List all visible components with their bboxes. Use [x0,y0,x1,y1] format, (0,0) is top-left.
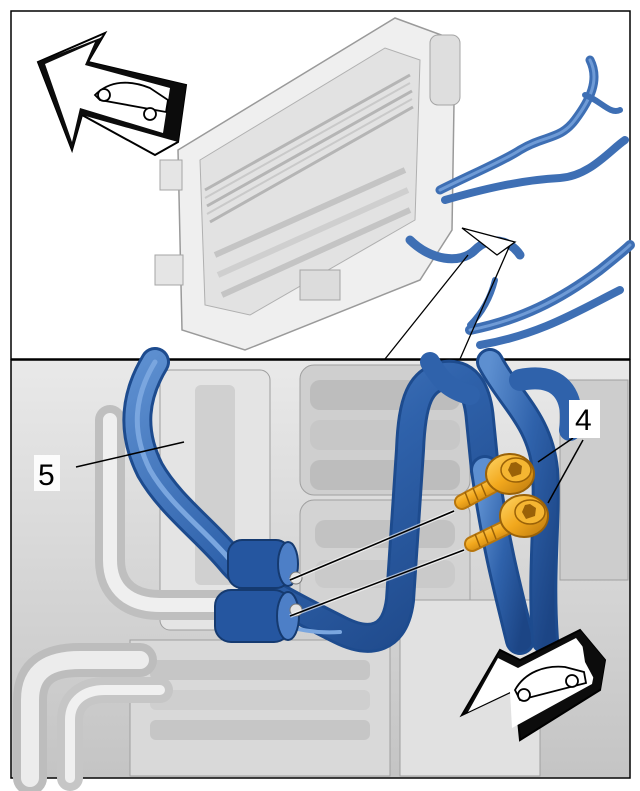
detail-marker [461,227,517,256]
detail-leader-right [459,244,511,360]
hose-connectors [214,539,303,643]
detail-panel: 4 5 [10,347,631,791]
overview-panel [10,10,635,360]
bolt-lower [464,494,549,552]
direction-arrow-top-icon [36,30,188,157]
radiator-module [154,17,461,351]
callout-label-hose: 5 [38,459,55,492]
callout-5: 5 [34,455,60,492]
callout-4: 4 [569,400,600,438]
grey-pipes [13,405,255,791]
callout-label-bolts: 4 [575,404,592,437]
coolant-hoses-overview [405,55,635,349]
detail-leader-left [384,254,469,360]
callout-leaders [75,437,584,618]
direction-arrow-bottom-icon [459,628,607,742]
bolt-upper [454,453,535,510]
